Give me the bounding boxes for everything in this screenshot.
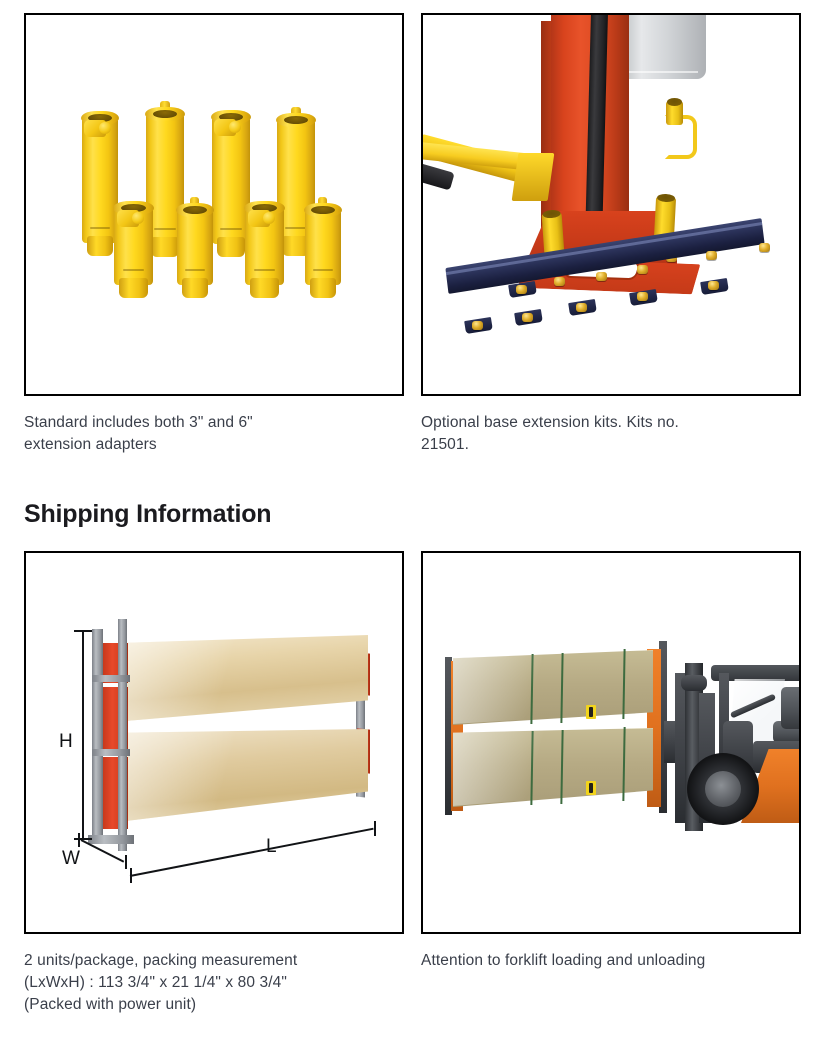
media-grid-row-2: H W L 2 units/package, packing measureme… <box>24 551 801 1016</box>
media-grid-row-1: Standard includes both 3" and 6" extensi… <box>24 13 801 456</box>
extension-bar-bolt <box>522 313 533 322</box>
adapter-short-1 <box>113 201 154 298</box>
dimension-cap-height-top <box>74 630 92 632</box>
figure-frame-shipping-package[interactable]: H W L <box>24 551 404 934</box>
shipping-information-heading: Shipping Information <box>24 500 272 528</box>
package-bundle-upper <box>126 635 368 721</box>
extension-bar-bolt <box>708 281 719 290</box>
extension-bar-bolt <box>472 321 483 330</box>
extension-bar-bolt <box>759 243 770 252</box>
dimension-label-height: H <box>59 731 73 752</box>
dimension-cap-width-end <box>125 855 127 869</box>
rack-post-right <box>659 641 667 813</box>
lift-arm-pad <box>423 161 455 191</box>
forklift-overhead-guard <box>711 665 799 681</box>
extension-bar-bolt <box>516 285 527 294</box>
shipping-package-illustration: H W L <box>26 553 402 932</box>
operator-seat-back <box>781 687 799 729</box>
dimension-label-width: W <box>62 848 80 869</box>
mast-chain-roller <box>681 675 707 691</box>
dimension-line-length <box>129 827 374 877</box>
figure-caption-base-extension-kit: Optional base extension kits. Kits no. 2… <box>421 414 679 453</box>
carton-warning-label <box>586 781 596 795</box>
figure-caption-extension-adapters: Standard includes both 3" and 6" extensi… <box>24 414 253 453</box>
adapter-short-2 <box>176 197 214 298</box>
forklift-wheel-hub <box>705 771 741 807</box>
extension-bar-bolt <box>637 292 648 301</box>
forklift-illustration <box>423 553 799 932</box>
rack-post-front-outer <box>92 629 103 841</box>
base-extension-illustration <box>423 15 799 394</box>
rack-crossbar-lower <box>92 749 130 756</box>
figure-frame-extension-adapters[interactable] <box>24 13 404 396</box>
rack-base-skid <box>88 835 134 844</box>
lift-carriage <box>620 15 706 79</box>
rack-post-left <box>445 657 452 815</box>
carton-warning-label <box>586 705 596 719</box>
dimension-label-length: L <box>266 836 277 857</box>
spacer <box>24 529 801 551</box>
rack-post-front-inner <box>118 619 127 851</box>
rack-crossbar-upper <box>92 675 130 682</box>
fork-mast-inner <box>675 673 687 823</box>
adapter-short-3 <box>244 201 285 298</box>
figure-caption-shipping-package: 2 units/package, packing measurement (Lx… <box>24 952 298 1013</box>
base-plate-bolt <box>637 265 648 274</box>
dimension-line-height <box>82 630 84 840</box>
figure-extension-adapters: Standard includes both 3" and 6" extensi… <box>24 13 404 456</box>
figure-caption-forklift-handling: Attention to forklift loading and unload… <box>421 952 706 969</box>
figure-frame-forklift-handling[interactable] <box>421 551 801 934</box>
extension-bar-bolt <box>576 303 587 312</box>
spacer <box>24 456 801 500</box>
extension-bar-bolt <box>706 251 717 260</box>
dimension-cap-length-end <box>374 821 376 836</box>
dimension-cap-width-start <box>78 833 80 847</box>
figure-shipping-package: H W L 2 units/package, packing measureme… <box>24 551 404 1016</box>
figure-frame-base-extension-kit[interactable] <box>421 13 801 396</box>
adapters-illustration <box>26 15 402 394</box>
dimension-cap-height-bottom <box>74 838 92 840</box>
dimension-cap-length-start <box>130 868 132 883</box>
adapter-tall-3 <box>211 110 251 257</box>
package-bundle-lower <box>126 729 368 821</box>
figure-base-extension-kit: Optional base extension kits. Kits no. 2… <box>421 13 801 456</box>
adapter-short-4 <box>304 197 342 298</box>
base-plate-bolt <box>596 272 607 281</box>
lift-arm-gusset <box>511 153 555 201</box>
adapter-socket-upper <box>666 98 683 125</box>
figure-forklift-handling: Attention to forklift loading and unload… <box>421 551 801 1016</box>
adapter-tall-1 <box>81 111 119 256</box>
base-plate-bolt <box>554 277 565 286</box>
